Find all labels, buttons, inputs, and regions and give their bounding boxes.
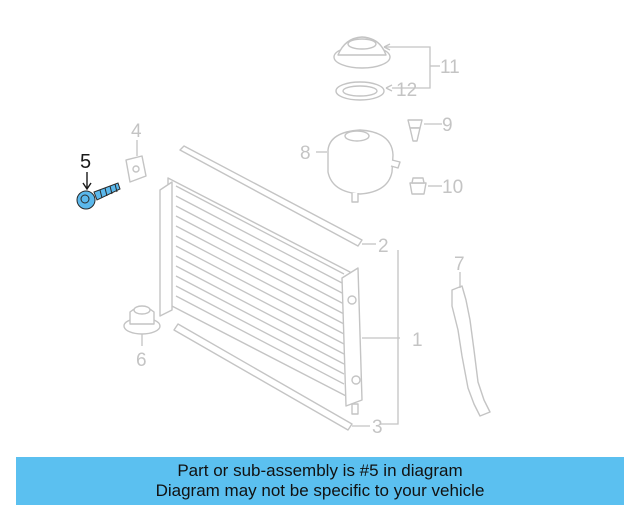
callout-5: 5 [80,151,91,173]
caption-banner: Part or sub-assembly is #5 in diagram Di… [16,457,624,505]
radiator-core[interactable] [159,177,363,415]
caption-line-1: Part or sub-assembly is #5 in diagram [177,461,463,480]
part-6-mount[interactable] [123,305,161,335]
callout-6: 6 [136,350,147,371]
arrow-head-11 [383,43,391,51]
part-9-clip[interactable] [407,119,423,142]
callout-4: 4 [131,121,142,142]
part-11-cap[interactable] [333,36,391,69]
caption-line-2: Diagram may not be specific to your vehi… [155,481,485,500]
leader-line-5 [82,172,92,191]
leader-line-11-12 [384,46,431,89]
callout-11: 11 [440,57,460,78]
part-10-grommet[interactable] [409,177,427,195]
callout-8: 8 [300,143,311,164]
part-8-expansion-tank[interactable] [327,129,401,203]
bracket-line-1-2-3 [380,250,399,425]
callout-7: 7 [454,254,465,275]
part-3-lower-seal[interactable] [173,323,353,431]
part-5-bolt[interactable] [76,182,121,210]
part-12-seal-ring[interactable] [335,81,385,101]
callout-9: 9 [442,115,453,136]
callout-1: 1 [412,330,423,351]
part-2-upper-seal[interactable] [179,145,363,247]
part-4-bracket[interactable] [125,155,147,183]
arrow-head-12 [385,84,393,92]
callout-3: 3 [372,417,383,438]
callout-2: 2 [378,236,389,257]
callout-10: 10 [442,177,463,198]
callout-12: 12 [396,80,417,101]
part-7-air-duct[interactable] [451,285,491,417]
